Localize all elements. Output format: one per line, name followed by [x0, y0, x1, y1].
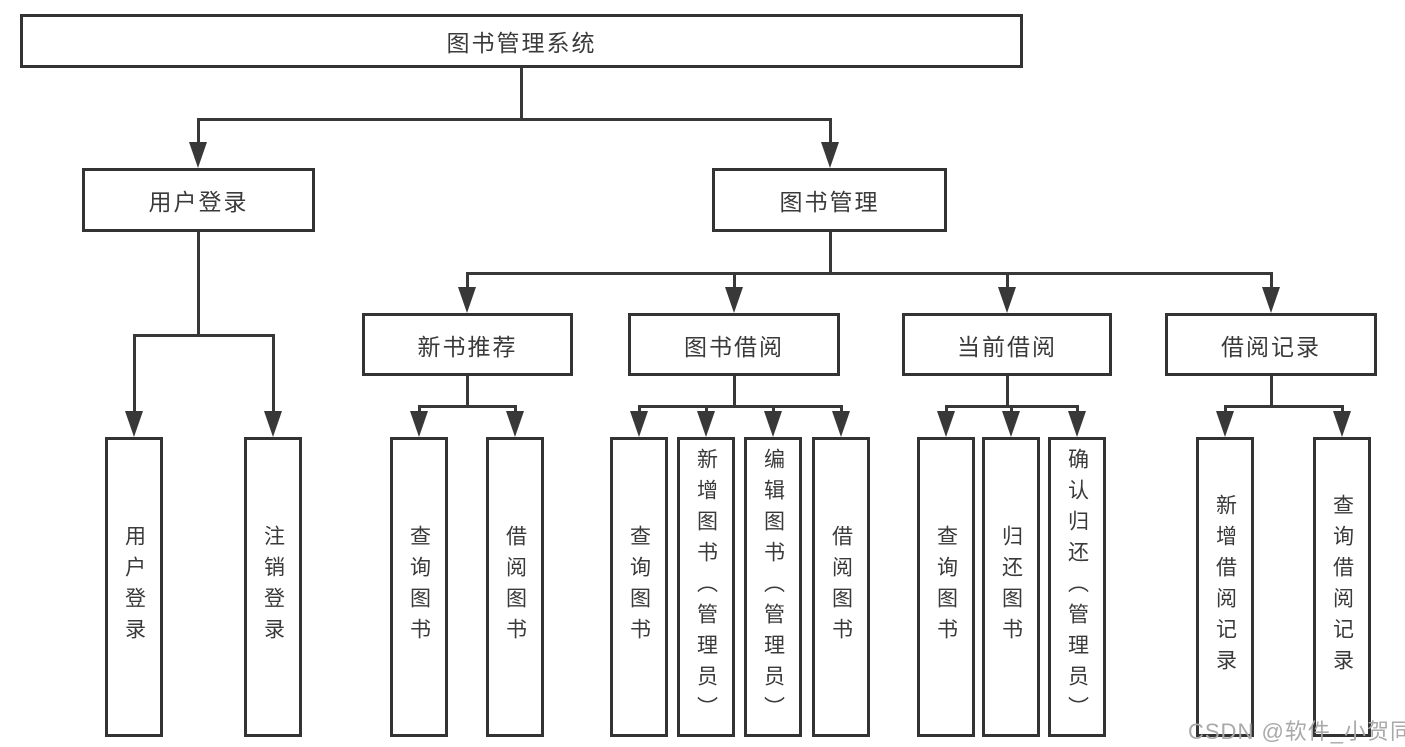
node-label-book-borrowing: 图书借阅 [684, 333, 784, 360]
node-label-root: 图书管理系统 [446, 30, 597, 56]
arrowhead-down-icon [697, 411, 715, 437]
node-leaf-edit-book-admin: 编辑图书（管理员） [744, 437, 802, 737]
node-book-borrowing: 图书借阅 [628, 313, 840, 376]
node-leaf-query-books-current: 查询图书 [917, 437, 975, 737]
arrowhead-down-icon [458, 287, 476, 313]
node-book-management: 图书管理 [712, 168, 947, 232]
connector-line [1224, 405, 1344, 408]
connector-line [133, 336, 136, 416]
arrowhead-down-icon [1068, 411, 1086, 437]
connector-line [466, 376, 469, 407]
connector-line [829, 232, 832, 274]
node-label-leaf-confirm-return-admin: 确认归还（管理员） [1065, 447, 1089, 727]
connector-line [197, 232, 200, 336]
arrowhead-down-icon [506, 411, 524, 437]
connector-line [466, 272, 1273, 275]
connector-line [520, 66, 523, 120]
node-label-leaf-logout: 注销登录 [261, 525, 285, 649]
node-label-leaf-query-books-current: 查询图书 [934, 525, 958, 649]
node-label-leaf-add-book-admin: 新增图书（管理员） [694, 447, 718, 727]
arrowhead-down-icon [125, 411, 143, 437]
csdn-watermark: CSDN @软件_小贺同学 [1188, 719, 1405, 744]
arrowhead-down-icon [937, 411, 955, 437]
node-leaf-query-borrow-record: 查询借阅记录 [1313, 437, 1371, 737]
node-user-login: 用户登录 [82, 168, 315, 232]
arrowhead-down-icon [189, 142, 207, 168]
arrowhead-down-icon [1216, 411, 1234, 437]
arrowhead-down-icon [832, 411, 850, 437]
connector-line [945, 405, 1079, 408]
arrowhead-down-icon [630, 411, 648, 437]
node-leaf-borrow-books-recommend: 借阅图书 [486, 437, 544, 737]
node-label-leaf-add-borrow-record: 新增借阅记录 [1213, 494, 1237, 680]
node-label-leaf-user-login: 用户登录 [122, 525, 146, 649]
arrowhead-down-icon [821, 142, 839, 168]
arrowhead-down-icon [998, 287, 1016, 313]
node-label-leaf-edit-book-admin: 编辑图书（管理员） [761, 447, 785, 727]
arrowhead-down-icon [725, 287, 743, 313]
node-leaf-query-books-recommend: 查询图书 [390, 437, 448, 737]
node-label-leaf-borrow-books-borrowing: 借阅图书 [829, 525, 853, 649]
node-label-current-borrowing: 当前借阅 [957, 333, 1057, 360]
arrowhead-down-icon [1262, 287, 1280, 313]
node-label-borrowing-records: 借阅记录 [1221, 333, 1321, 360]
node-borrowing-records: 借阅记录 [1165, 313, 1377, 376]
node-leaf-add-borrow-record: 新增借阅记录 [1196, 437, 1254, 737]
arrowhead-down-icon [410, 411, 428, 437]
node-label-leaf-borrow-books-recommend: 借阅图书 [503, 525, 527, 649]
connector-line [197, 118, 832, 121]
node-label-leaf-query-books-recommend: 查询图书 [407, 525, 431, 649]
connector-line [733, 274, 736, 290]
node-leaf-user-login: 用户登录 [105, 437, 163, 737]
node-label-leaf-query-borrow-record: 查询借阅记录 [1330, 494, 1354, 680]
node-label-book-management: 图书管理 [779, 189, 880, 215]
node-label-leaf-return-books: 归还图书 [999, 525, 1023, 649]
arrowhead-down-icon [764, 411, 782, 437]
connector-line [272, 336, 275, 416]
node-label-new-book-recommend: 新书推荐 [417, 333, 518, 360]
node-leaf-confirm-return-admin: 确认归还（管理员） [1048, 437, 1106, 737]
connector-line [1006, 376, 1009, 407]
node-current-borrowing: 当前借阅 [902, 313, 1112, 376]
connector-line [829, 120, 832, 148]
node-leaf-borrow-books-borrowing: 借阅图书 [812, 437, 870, 737]
node-leaf-logout: 注销登录 [244, 437, 302, 737]
connector-line [133, 334, 275, 337]
connector-line [197, 120, 200, 148]
node-leaf-query-books-borrowing: 查询图书 [610, 437, 668, 737]
node-leaf-add-book-admin: 新增图书（管理员） [677, 437, 735, 737]
arrowhead-down-icon [264, 411, 282, 437]
connector-line [466, 274, 469, 290]
node-root: 图书管理系统 [20, 14, 1023, 68]
connector-line [1270, 274, 1273, 290]
arrowhead-down-icon [1333, 411, 1351, 437]
connector-line [1006, 274, 1009, 290]
node-label-leaf-query-books-borrowing: 查询图书 [627, 525, 651, 649]
connector-line [1270, 376, 1273, 407]
connector-line [638, 405, 843, 408]
node-new-book-recommend: 新书推荐 [362, 313, 573, 376]
arrowhead-down-icon [1002, 411, 1020, 437]
connector-line [733, 376, 736, 407]
connector-line [418, 405, 517, 408]
node-leaf-return-books: 归还图书 [982, 437, 1040, 737]
node-label-user-login: 用户登录 [148, 189, 249, 215]
